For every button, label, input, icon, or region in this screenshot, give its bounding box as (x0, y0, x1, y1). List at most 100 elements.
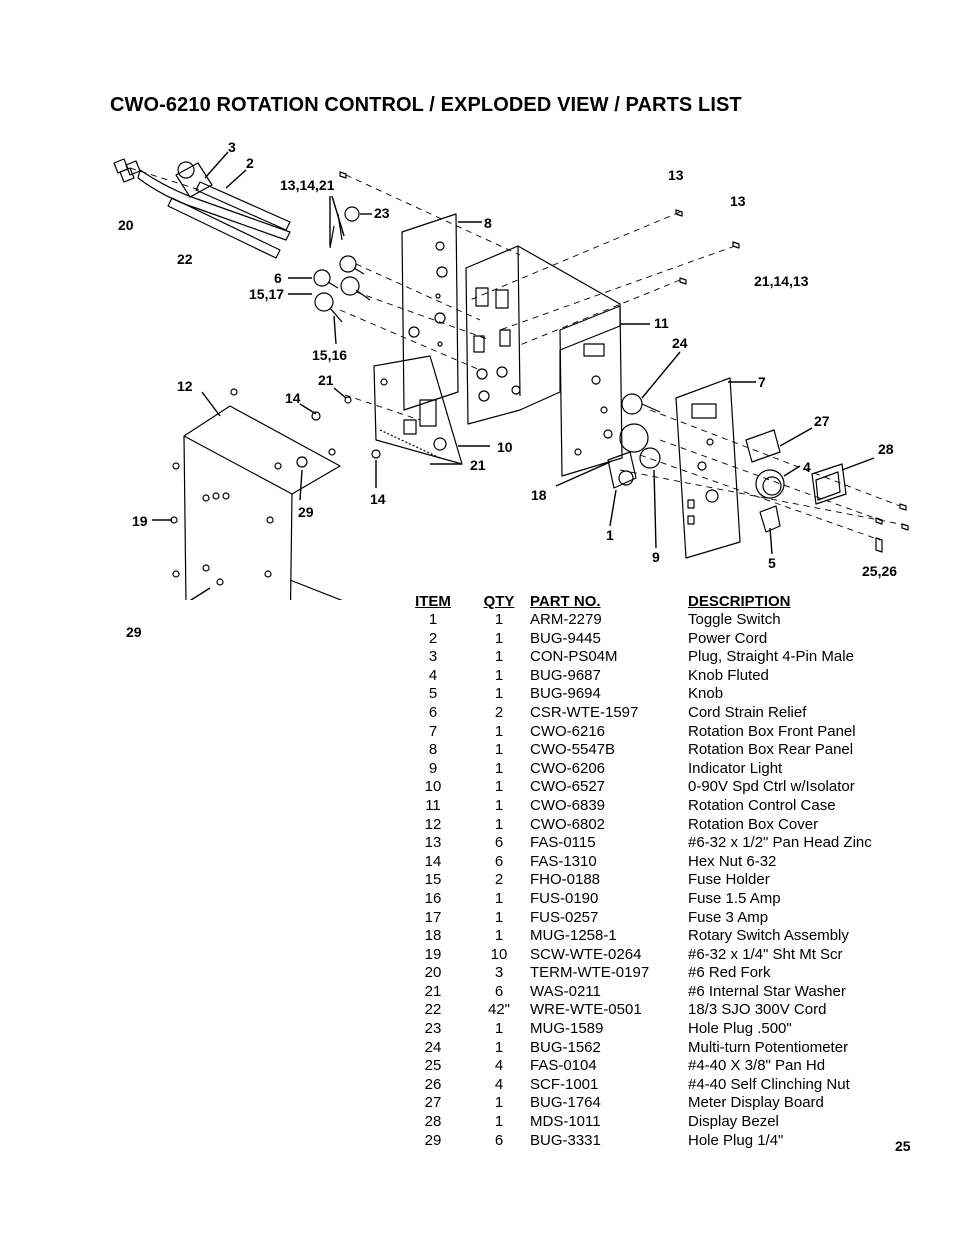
description-cell: Hex Nut 6-32 (688, 852, 777, 870)
rear-panel (401, 213, 459, 411)
column-header-description: DESCRIPTION (688, 593, 791, 610)
item-cell: 23 (424, 1020, 442, 1038)
callout-15-16: 15,16 (312, 347, 347, 363)
power-cord-assembly (113, 158, 291, 259)
controls-group (607, 393, 661, 489)
part-number-cell: BUG-3331 (530, 1131, 601, 1149)
qty-cell: 1 (494, 759, 504, 777)
item-cell: 28 (424, 1113, 442, 1131)
callout-19: 19 (132, 513, 148, 529)
qty-cell: 1 (494, 685, 504, 703)
description-cell: Multi-turn Potentiometer (688, 1038, 849, 1056)
item-cell: 7 (428, 722, 438, 740)
qty-cell: 1 (494, 908, 504, 926)
table-row: 17 1 FUS-0257 Fuse 3 Amp (398, 909, 918, 928)
item-cell: 21 (424, 982, 442, 1000)
qty-cell: 1 (494, 722, 504, 740)
description-cell: Toggle Switch (688, 611, 781, 628)
description-cell: Hole Plug .500" (688, 1020, 792, 1038)
qty-cell: 6 (494, 834, 504, 852)
item-cell: 27 (424, 1094, 442, 1112)
part-number-cell: FUS-0190 (530, 889, 599, 907)
callout-29-top: 29 (298, 504, 314, 520)
item-cell: 20 (424, 964, 442, 982)
part-number-cell: BUG-1562 (530, 1038, 601, 1056)
part-number-cell: CWO-6839 (530, 796, 606, 814)
qty-cell: 1 (494, 629, 504, 647)
item-cell: 3 (428, 648, 438, 666)
callout-22: 22 (177, 251, 193, 267)
qty-cell: 2 (494, 871, 504, 889)
description-cell: Rotation Control Case (688, 796, 836, 814)
callout-15-17: 15,17 (249, 286, 284, 302)
description-cell: Display Bezel (688, 1113, 779, 1131)
qty-cell: 6 (494, 852, 504, 870)
qty-cell: 1 (494, 1038, 504, 1056)
callout-29-bottom: 29 (126, 624, 142, 640)
rotation-control-case (465, 245, 623, 477)
part-number-cell: SCF-1001 (530, 1075, 599, 1093)
description-cell: Fuse Holder (688, 871, 770, 889)
item-cell: 17 (424, 908, 442, 926)
description-cell: Rotation Box Front Panel (688, 722, 856, 740)
callout-21-board: 21 (318, 372, 334, 388)
description-cell: #4-40 X 3/8" Pan Hd (688, 1057, 826, 1075)
part-number-cell: FUS-0257 (530, 908, 599, 926)
front-panel (675, 377, 741, 559)
item-cell: 10 (424, 778, 442, 796)
item-cell: 9 (428, 759, 438, 777)
description-cell: Fuse 3 Amp (688, 908, 769, 926)
item-cell: 16 (424, 889, 442, 907)
description-cell: 18/3 SJO 300V Cord (688, 1001, 827, 1019)
part-number-cell: CWO-6206 (530, 759, 606, 777)
callout-23: 23 (374, 205, 390, 221)
qty-cell: 1 (494, 796, 504, 814)
callout-8: 8 (484, 215, 492, 231)
qty-cell: 1 (494, 741, 504, 759)
callout-13-top: 13 (668, 167, 684, 183)
part-number-cell: FAS-0115 (530, 834, 596, 852)
qty-cell: 1 (494, 889, 504, 907)
description-cell: Cord Strain Relief (688, 703, 807, 721)
qty-cell: 3 (494, 964, 504, 982)
qty-cell: 1 (494, 927, 504, 945)
callout-18: 18 (531, 487, 547, 503)
callout-11: 11 (654, 315, 669, 331)
item-cell: 26 (424, 1075, 442, 1093)
description-cell: #4-40 Self Clinching Nut (688, 1075, 850, 1093)
table-row: 7 1 CWO-6216 Rotation Box Front Panel (398, 723, 918, 742)
page-title: CWO-6210 ROTATION CONTROL / EXPLODED VIE… (110, 94, 742, 116)
qty-cell: 1 (494, 666, 504, 684)
exploded-view-diagram-lower: 29 (126, 624, 142, 640)
item-cell: 15 (424, 871, 442, 889)
callout-labels: 3 2 20 22 13,14,21 23 8 13 13 21,14,13 6… (118, 139, 897, 579)
description-cell: Rotation Box Rear Panel (688, 741, 854, 759)
part-number-cell: SCW-WTE-0264 (530, 945, 642, 963)
callout-21-14-13: 21,14,13 (754, 273, 809, 289)
item-cell: 8 (428, 741, 438, 759)
item-cell: 1 (428, 611, 438, 628)
qty-cell: 10 (490, 945, 508, 963)
qty-cell: 1 (494, 1113, 504, 1131)
callout-13-right: 13 (730, 193, 746, 209)
part-number-cell: BUG-9694 (530, 685, 601, 703)
part-number-cell: WAS-0211 (530, 982, 601, 1000)
part-number-cell: CWO-6216 (530, 722, 606, 740)
